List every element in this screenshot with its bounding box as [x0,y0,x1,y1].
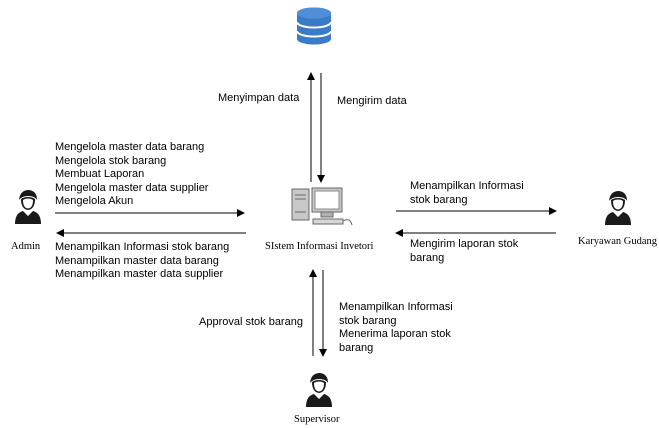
flow-line: Membuat Laporan [55,168,145,180]
flow-line: Mengelola master data barang [55,141,205,153]
flow-line: Mengirim laporan stok [410,238,519,250]
flow-line: Menampilkan Informasi [339,301,453,313]
node-label-admin: Admin [11,241,41,252]
node-label-supervisor: Supervisor [294,414,340,425]
node-label-warehouse: Karyawan Gudang [578,236,658,247]
flow-line: Menampilkan Informasi stok barang [55,241,230,253]
flow-line: Menampilkan master data barang [55,254,219,267]
database-icon [296,7,332,45]
flow-line: stok barang [339,314,397,327]
flow-label-system-to-admin: Menampilkan Informasi stok barang Menamp… [55,241,229,282]
flow-line: Menerima laporan stok [339,328,451,340]
flow-label-db-to-system: Mengirim data [337,95,407,107]
flow-line: Mengelola master data supplier [55,181,209,194]
person-icon [15,190,41,224]
flow-line: Mengelola Akun [55,195,134,207]
person-icon [605,191,631,225]
flow-label-system-to-supervisor: Menampilkan Informasi stok barang Meneri… [339,301,453,355]
flow-line: barang [339,341,374,354]
flow-label-system-to-warehouse: Menampilkan Informasi stok barang [410,180,524,207]
flow-line: barang [410,251,445,264]
flow-line: Mengelola stok barang [55,154,167,167]
flow-label-warehouse-to-system: Mengirim laporan stok barang [410,238,518,265]
flow-line: Menampilkan Informasi [410,180,524,192]
flow-line: Menampilkan master data supplier [55,268,224,280]
computer-icon [291,187,353,226]
flow-label-system-to-db: Menyimpan data [218,92,300,104]
person-icon [306,373,332,407]
node-label-system: SIstem Informasi Invetori [265,241,374,252]
flow-label-supervisor-to-system: Approval stok barang [199,316,303,328]
flow-label-admin-to-system: Mengelola master data barang Mengelola s… [55,141,208,209]
flow-line: stok barang [410,193,468,206]
